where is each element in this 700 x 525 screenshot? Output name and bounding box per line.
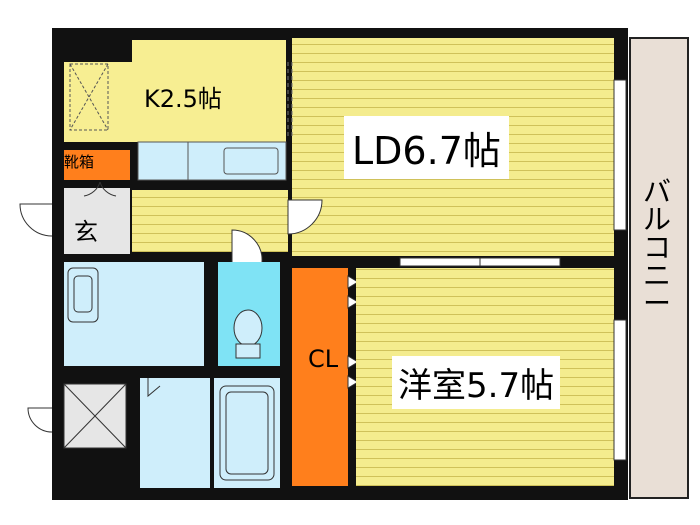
window-western <box>613 319 627 461</box>
balcony-label: バルコニー <box>642 175 671 320</box>
kitchen-label: K2.5帖 <box>144 85 222 113</box>
toilet-door-swing <box>231 229 263 263</box>
entrance-door <box>19 203 53 237</box>
shoe-cabinet <box>64 150 130 180</box>
kitchen-sink <box>223 147 279 175</box>
kitchen-notch-wall <box>64 40 132 62</box>
window-ld <box>613 79 627 231</box>
toilet-bowl <box>233 309 263 359</box>
entrance-floor <box>64 188 130 254</box>
hallway-floor <box>132 190 288 252</box>
western-room-label: 洋室5.7帖 <box>392 356 561 409</box>
shoe-door-swing <box>83 181 117 197</box>
shoe-cabinet-label: 靴箱 <box>64 153 95 171</box>
changing-room-floor <box>140 378 210 488</box>
storage-door-swing <box>27 407 53 433</box>
living-dining-label: LD6.7帖 <box>344 116 509 179</box>
ld-door-swing <box>287 199 323 235</box>
closet <box>292 268 348 486</box>
closet-label: CL <box>308 345 339 373</box>
entrance-label: 玄 <box>74 218 98 246</box>
balcony-floor <box>629 37 689 499</box>
kitchen-floor-upper <box>132 40 286 62</box>
storage-x-box <box>69 63 109 131</box>
bathtub <box>219 385 275 481</box>
closet-doors <box>347 275 359 389</box>
